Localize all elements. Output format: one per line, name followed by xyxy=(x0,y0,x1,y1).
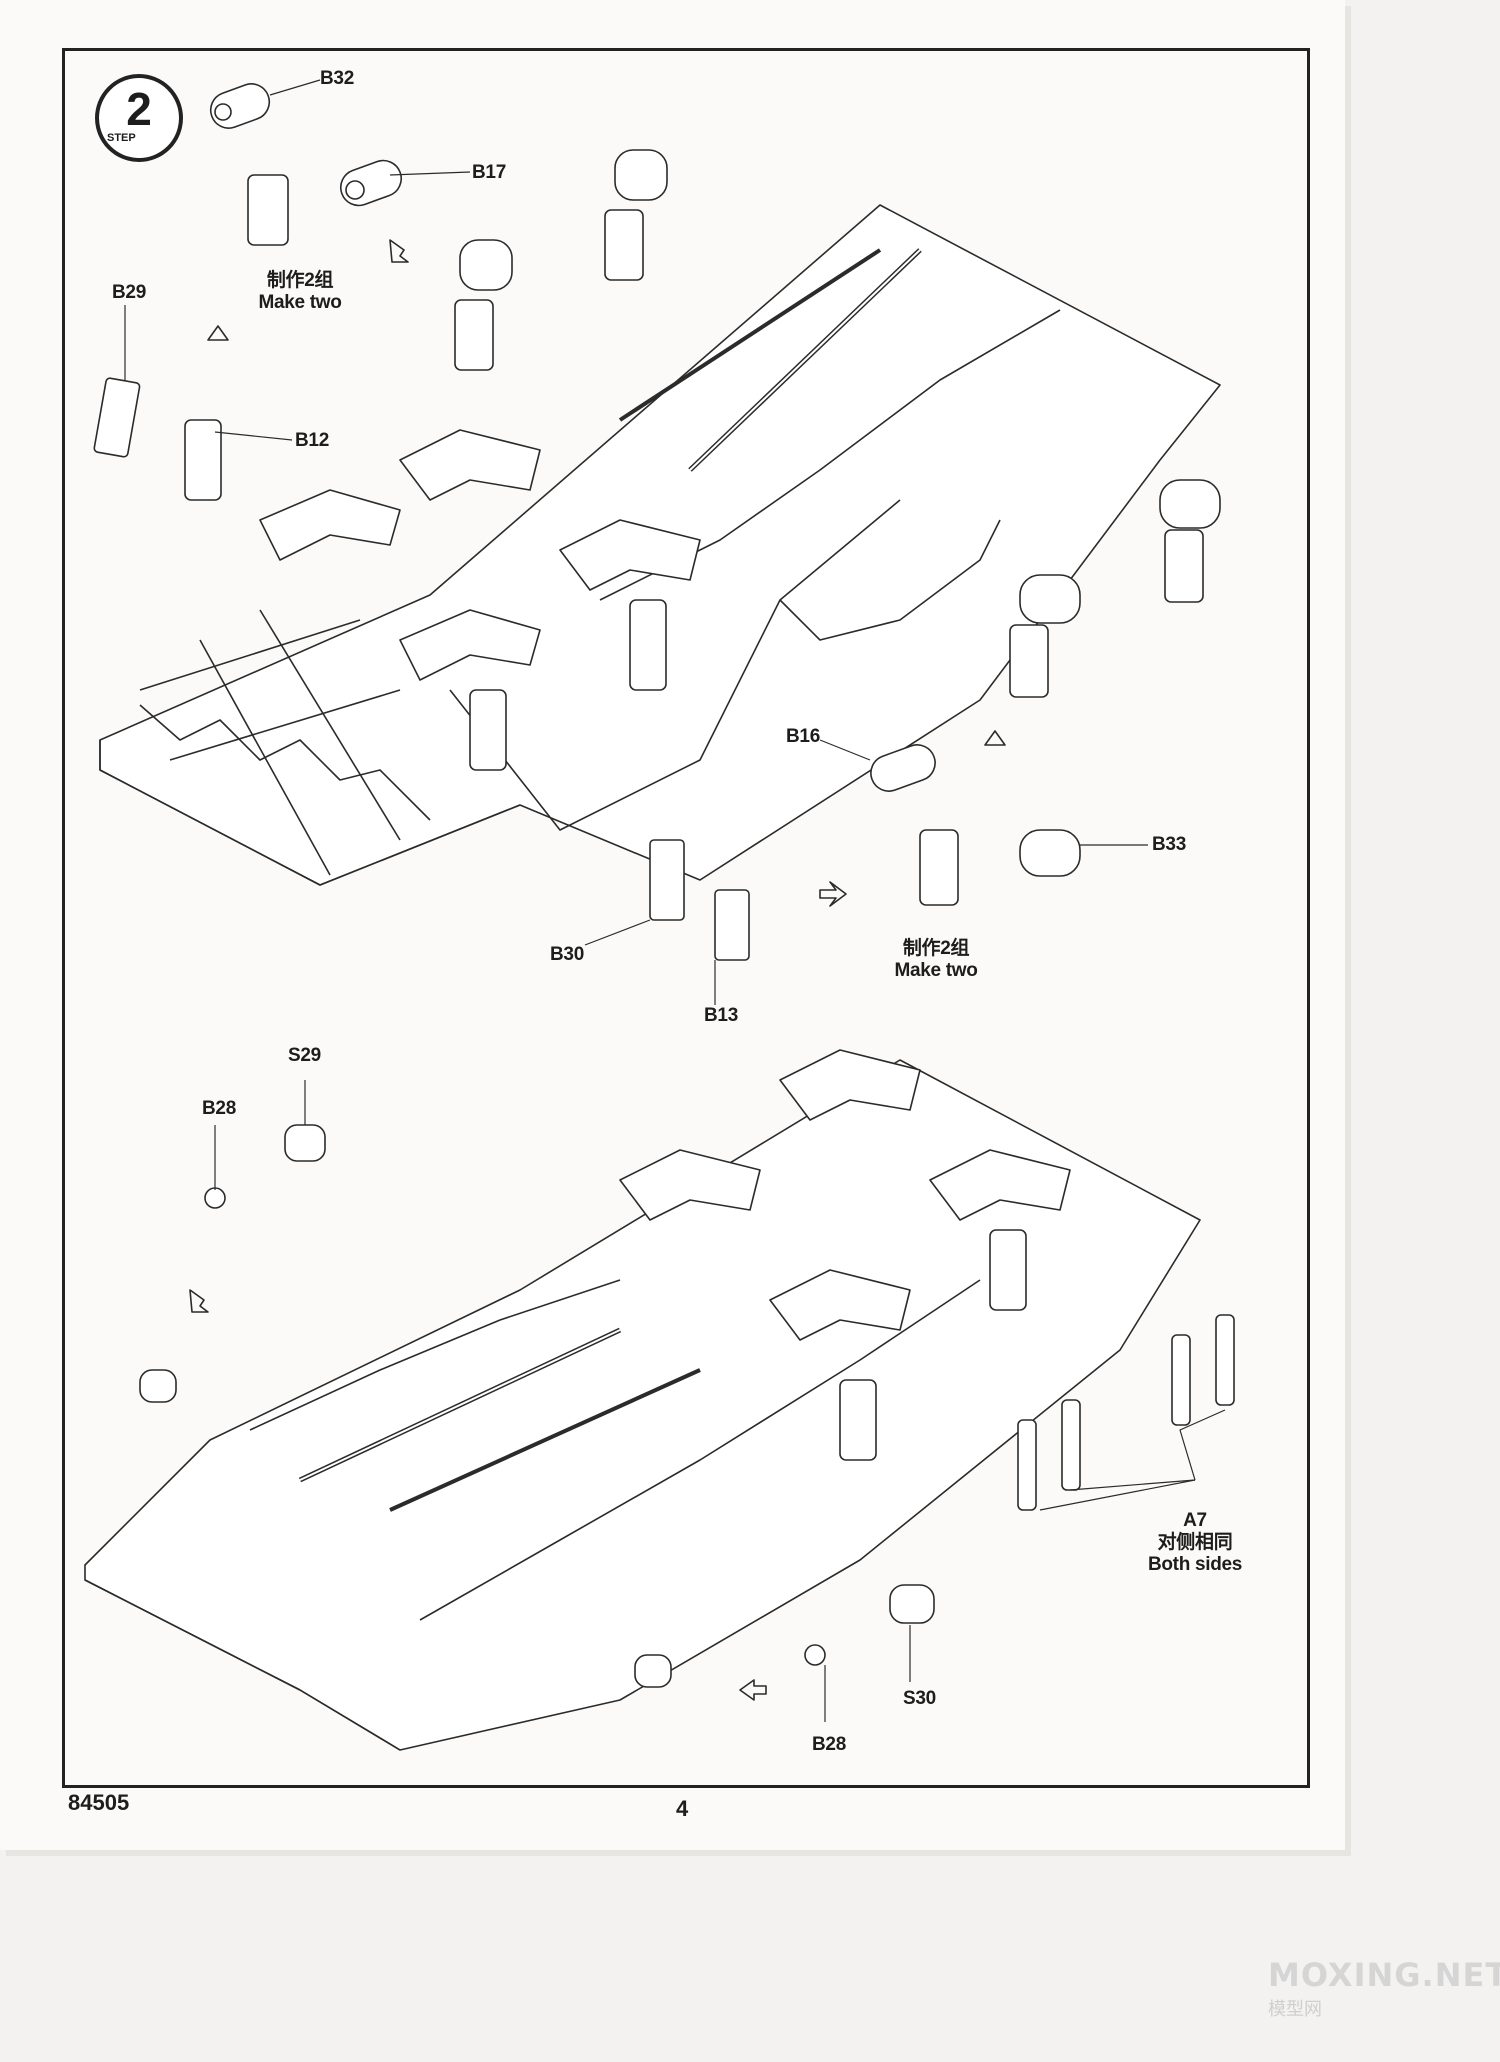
part-b12-b29-top-left xyxy=(93,174,289,501)
note-make-two-top: 制作2组 Make two xyxy=(250,270,350,314)
watermark-cn: 模型网 xyxy=(1268,1999,1322,2020)
label-b33: B33 xyxy=(1152,834,1186,855)
part-b30-b13 xyxy=(649,839,750,961)
step-number: 2 xyxy=(126,83,152,135)
label-b16: B16 xyxy=(786,726,820,747)
label-s29: S29 xyxy=(288,1045,321,1066)
lower-small-parts xyxy=(139,1124,935,1688)
a7-shock-absorbers xyxy=(1017,1314,1235,1511)
page-frame xyxy=(62,48,1310,1788)
part-b17 xyxy=(339,159,403,207)
label-b28-bottom: B28 xyxy=(812,1734,846,1755)
label-a7: A7 xyxy=(1183,1510,1207,1531)
leader-lines xyxy=(124,79,1226,1722)
upper-suspension-arms xyxy=(259,429,701,771)
page-number: 4 xyxy=(676,1796,689,1821)
step-badge: 2 STEP xyxy=(95,74,183,162)
note-make-two-mid-cn: 制作2组 xyxy=(902,938,970,959)
kit-number: 84505 xyxy=(68,1790,130,1815)
part-b32 xyxy=(209,83,271,129)
label-b12: B12 xyxy=(295,430,329,451)
label-b28-top: B28 xyxy=(202,1098,236,1119)
note-make-two-mid: 制作2组 Make two xyxy=(886,938,986,982)
direction-arrows xyxy=(189,239,1006,1701)
label-b17: B17 xyxy=(472,162,506,183)
label-s30: S30 xyxy=(903,1688,936,1709)
note-a7-both-sides: A7 对侧相同 Both sides xyxy=(1140,1510,1250,1576)
part-b16-b33 xyxy=(870,744,1081,906)
note-make-two-top-en: Make two xyxy=(258,292,342,313)
lower-suspension-arms xyxy=(619,1049,1071,1461)
label-b32: B32 xyxy=(320,68,354,89)
note-both-sides-cn: 对侧相同 xyxy=(1157,1532,1233,1553)
label-b29: B29 xyxy=(112,282,146,303)
upper-arm-parts xyxy=(454,149,1221,698)
lower-hull-chassis xyxy=(84,1059,1201,1751)
note-make-two-top-cn: 制作2组 xyxy=(266,270,334,291)
step-word: STEP xyxy=(107,132,136,144)
label-b30: B30 xyxy=(550,944,584,965)
note-make-two-mid-en: Make two xyxy=(894,960,978,981)
label-b13: B13 xyxy=(704,1005,738,1026)
note-both-sides-en: Both sides xyxy=(1147,1554,1243,1575)
watermark-brand: MOXING.NET xyxy=(1268,1956,1500,1994)
